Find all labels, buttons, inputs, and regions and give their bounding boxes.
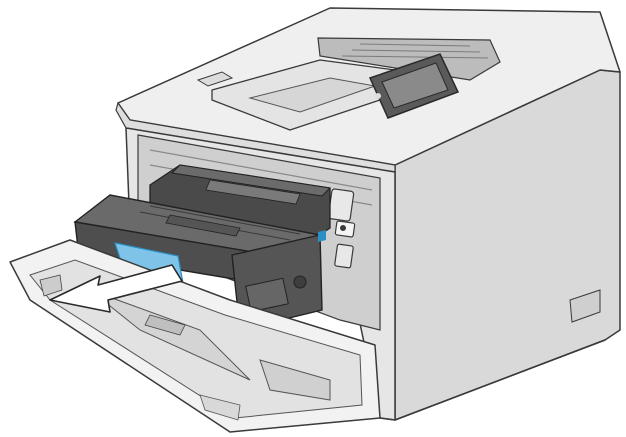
arrow-icon	[49, 264, 183, 313]
control-panel-icon	[368, 53, 460, 119]
toner-cartridge-icon	[73, 194, 326, 331]
output-tray	[317, 37, 501, 81]
